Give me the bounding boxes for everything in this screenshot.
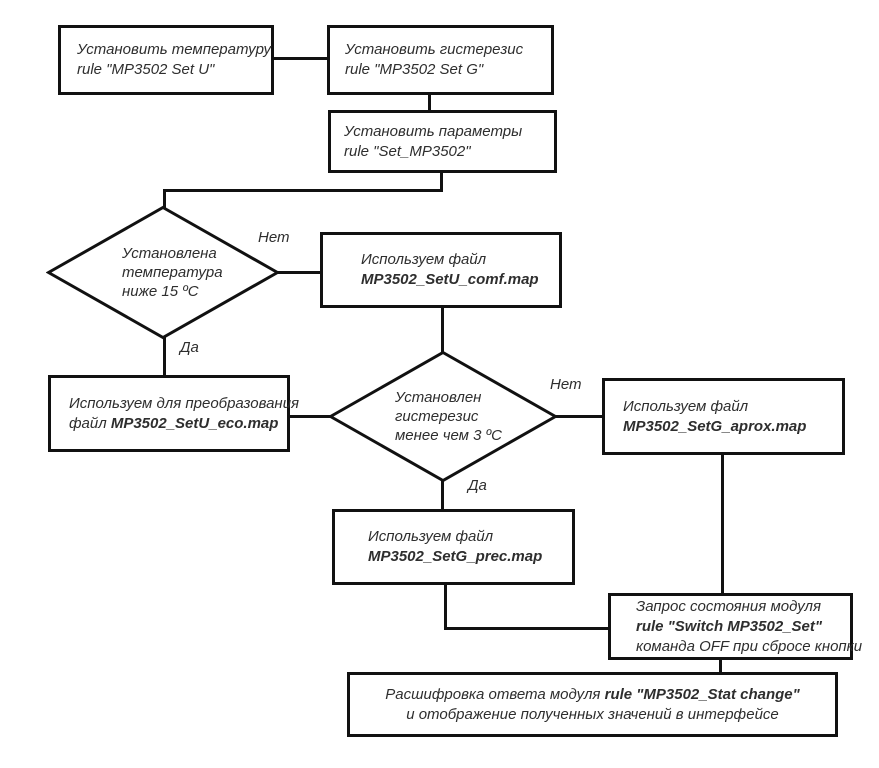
- label-hyst-yes: Да: [468, 477, 487, 494]
- diamond-shape: [46, 205, 280, 340]
- decision-text-line: температура: [122, 264, 223, 281]
- node-file-setg-aprox: Используем файл MP3502_SetG_aprox.map: [602, 378, 845, 455]
- node-text: rule "Set_MP3502": [344, 142, 471, 160]
- node-text: MP3502_SetU_comf.map: [361, 271, 539, 288]
- decision-text-line: менее чем 3 ºС: [395, 427, 502, 444]
- node-text: rule "MP3502 Set G": [345, 61, 484, 78]
- node-text: команда OFF при сбросе кнопки: [636, 637, 863, 655]
- connector-prec-request: [444, 627, 610, 630]
- node-decode-response: Расшифровка ответа модуля rule "MP3502_S…: [347, 672, 838, 737]
- decision-hysteresis-below-3: Установлен гистерезис менее чем 3 ºС: [328, 350, 558, 483]
- node-file-setu-eco: Используем для преобразования файл MP350…: [48, 375, 300, 452]
- decision-temperature-below-15: Установлена температура ниже 15 ºС: [46, 205, 280, 340]
- connector-hystdecision-yes: [441, 481, 444, 511]
- node-text: Расшифровка ответа модуля rule "MP3502_S…: [385, 685, 800, 703]
- connector-eco-hystdecision: [288, 415, 331, 418]
- node-status-request: Запрос состояния модуля rule "Switch MP3…: [608, 593, 863, 660]
- label-temp-yes: Да: [180, 339, 199, 356]
- connector-into-temp-decision: [163, 189, 166, 208]
- decision-text: Установлена температура ниже 15 ºС: [122, 205, 223, 340]
- node-file-setg-prec: Используем файл MP3502_SetG_prec.map: [332, 509, 575, 585]
- node-file-setu-comf: Используем файл MP3502_SetU_comf.map: [320, 232, 562, 308]
- node-text: MP3502_SetG_prec.map: [368, 548, 543, 565]
- node-text: Используем файл: [368, 528, 494, 545]
- node-text: файл MP3502_SetU_eco.map: [69, 414, 279, 432]
- connector-sethyst-setparams: [428, 93, 431, 112]
- node-set-temperature: Установить температуру rule "MP3502 Set …: [58, 25, 274, 95]
- node-text: rule "MP3502 Set U": [77, 61, 215, 78]
- node-text: и отображение полученных значений в инте…: [406, 705, 779, 723]
- decision-text-line: Установлена: [122, 245, 217, 262]
- diamond-shape: [328, 350, 558, 483]
- node-text: Установить гистерезис: [345, 41, 524, 58]
- node-text: rule "Switch MP3502_Set": [636, 617, 822, 635]
- decision-text: Установлен гистерезис менее чем 3 ºС: [395, 350, 502, 483]
- label-hyst-no: Нет: [550, 376, 582, 393]
- node-text: Установить температуру: [77, 41, 271, 58]
- connector-setparams-down: [440, 171, 443, 192]
- decision-text-line: Установлен: [395, 389, 482, 406]
- node-text: Используем файл: [623, 397, 749, 415]
- node-text: Установить параметры: [344, 122, 523, 140]
- connector-prec-down: [444, 583, 447, 630]
- node-text: Используем файл: [361, 251, 487, 268]
- node-set-parameters: Установить параметры rule "Set_MP3502": [328, 110, 557, 173]
- node-text: Запрос состояния модуля: [636, 597, 822, 615]
- connector-hystdecision-no: [556, 415, 604, 418]
- decision-text-line: ниже 15 ºС: [122, 283, 199, 300]
- connector-setparams-horizontal: [163, 189, 443, 192]
- node-text: Используем для преобразования: [69, 394, 300, 412]
- decision-text-line: гистерезис: [395, 408, 479, 425]
- connector-request-decode: [719, 658, 722, 674]
- connector-tempdecision-no: [277, 271, 322, 274]
- connector-settemp-sethyst: [272, 57, 329, 60]
- connector-comf-hystdecision: [441, 306, 444, 353]
- connector-aprox-request: [721, 453, 724, 595]
- node-set-hysteresis: Установить гистерезис rule "MP3502 Set G…: [327, 25, 554, 95]
- label-temp-no: Нет: [258, 229, 290, 246]
- node-text: MP3502_SetG_aprox.map: [623, 417, 807, 435]
- connector-tempdecision-yes: [163, 337, 166, 377]
